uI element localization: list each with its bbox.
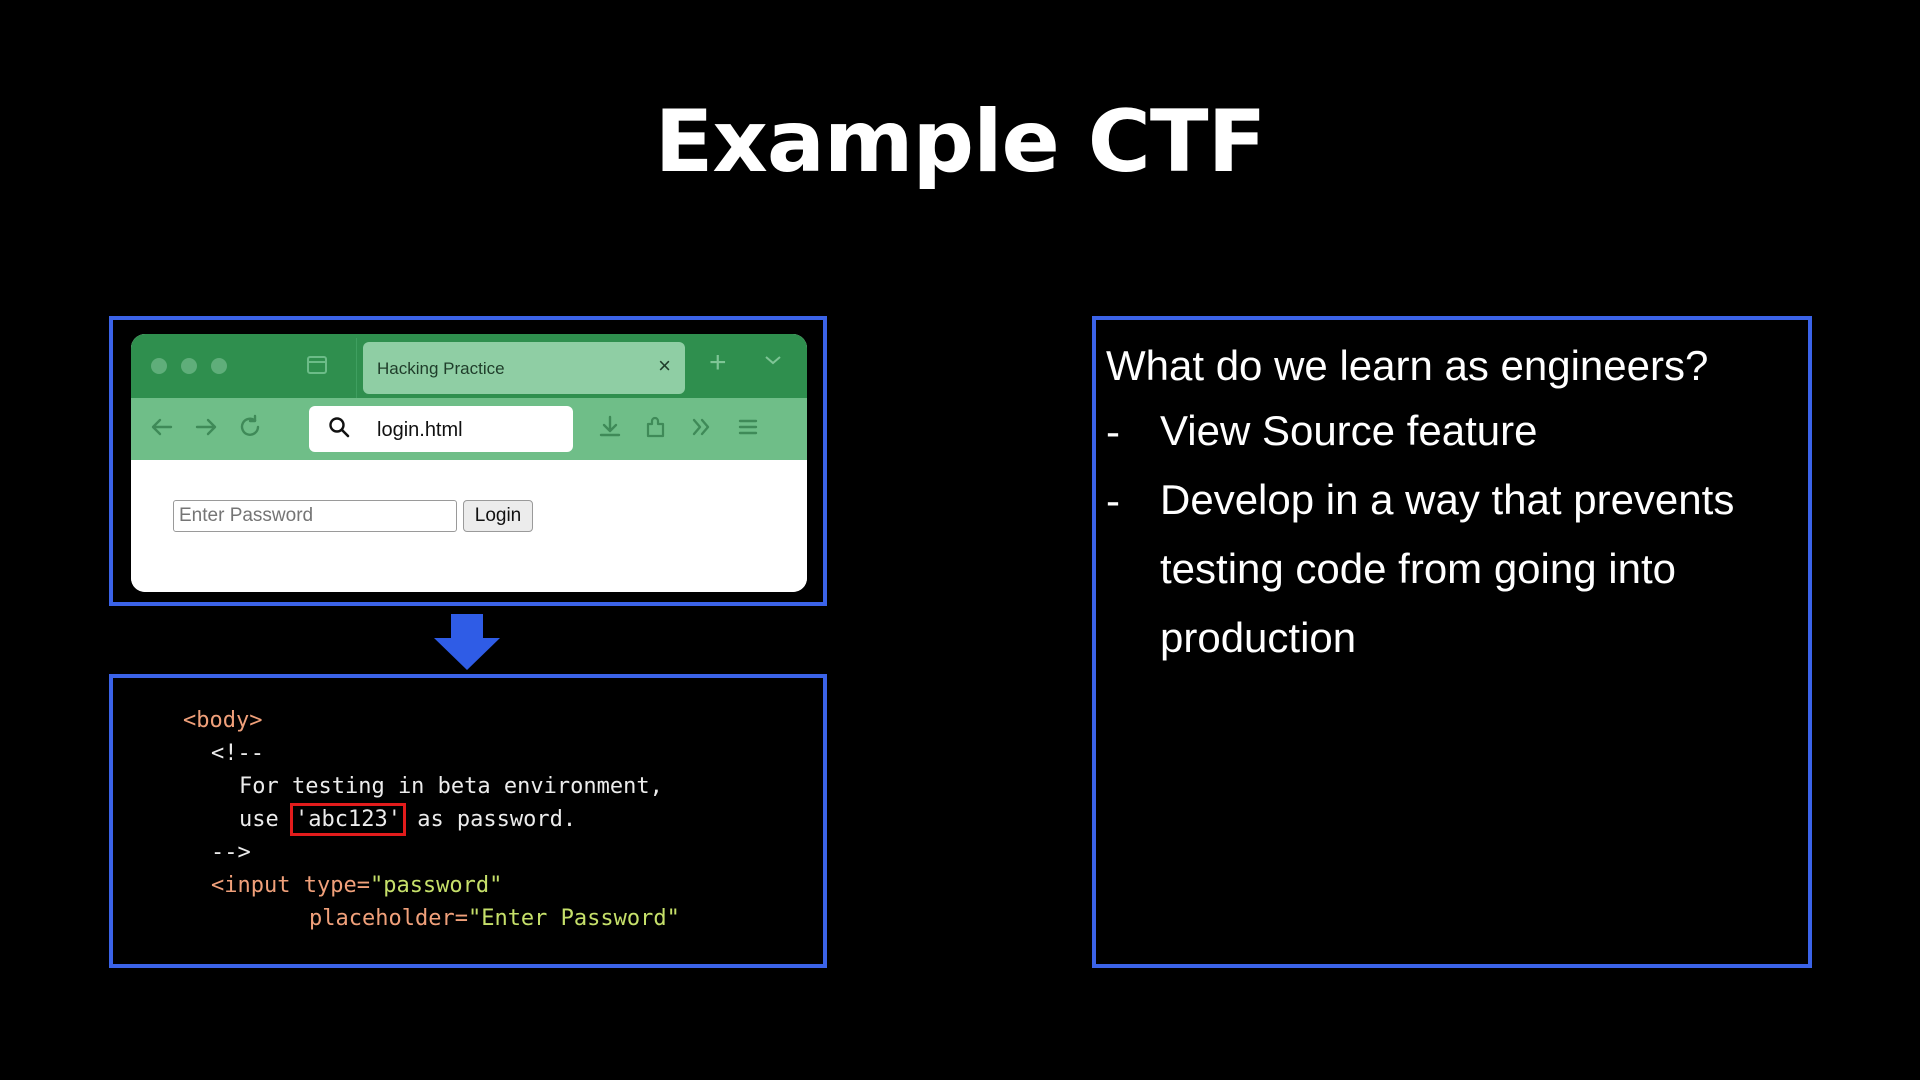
- login-button[interactable]: Login: [463, 500, 533, 532]
- bullet-dash: -: [1106, 477, 1120, 524]
- forward-arrow-icon[interactable]: [193, 414, 219, 444]
- download-icon[interactable]: [597, 414, 623, 444]
- tab-overview-icon[interactable]: [307, 356, 327, 374]
- code-attr: placeholder=: [309, 906, 468, 931]
- extensions-puzzle-icon[interactable]: [643, 414, 669, 444]
- window-minimize-dot[interactable]: [181, 358, 197, 374]
- bullet-view-source: View Source feature: [1160, 407, 1538, 454]
- tab-hacking-practice[interactable]: Hacking Practice ×: [363, 342, 685, 394]
- chevron-down-icon[interactable]: [763, 350, 783, 373]
- code-line-input-tag: <input type="password": [211, 873, 502, 898]
- lessons-panel: What do we learn as engineers? - View So…: [1092, 316, 1812, 968]
- url-bar[interactable]: login.html: [309, 406, 573, 452]
- code-line-placeholder-attr: placeholder="Enter Password": [309, 906, 680, 931]
- browser-window: Hacking Practice × +: [131, 334, 807, 592]
- browser-page-content: Login: [131, 460, 807, 592]
- tab-label: Hacking Practice: [377, 359, 505, 378]
- code-tag: <input type=: [211, 873, 370, 898]
- menu-hamburger-icon[interactable]: [735, 414, 761, 444]
- code-line-comment-close: -->: [211, 840, 251, 865]
- browser-tab-bar: Hacking Practice × +: [131, 334, 807, 398]
- source-code: <body> <!-- For testing in beta environm…: [113, 678, 680, 931]
- code-line-body: <body>: [183, 708, 263, 733]
- close-icon[interactable]: ×: [658, 353, 671, 378]
- code-text: as password.: [403, 807, 577, 832]
- bullet-prevent-testing-code: Develop in a way that prevents testing c…: [1160, 476, 1735, 661]
- password-input[interactable]: [173, 500, 457, 532]
- browser-screenshot-frame: Hacking Practice × +: [109, 316, 827, 606]
- back-arrow-icon[interactable]: [149, 414, 175, 444]
- overflow-chevrons-icon[interactable]: [689, 414, 715, 444]
- code-line-comment-text: For testing in beta environment,: [239, 774, 663, 799]
- search-icon: [327, 415, 351, 445]
- code-text: use: [239, 807, 292, 832]
- code-string: "Enter Password": [467, 906, 680, 931]
- code-string: "password": [369, 873, 503, 898]
- source-code-frame: <body> <!-- For testing in beta environm…: [109, 674, 827, 968]
- highlighted-password: 'abc123': [289, 803, 406, 836]
- arrow-down-icon: [432, 614, 502, 677]
- slide-title: Example CTF: [654, 92, 1267, 192]
- code-line-password-hint: use 'abc123' as password.: [239, 803, 577, 836]
- tab-divider: [356, 338, 357, 398]
- window-close-dot[interactable]: [151, 358, 167, 374]
- code-line-comment-open: <!--: [211, 741, 264, 766]
- new-tab-plus-icon[interactable]: +: [709, 346, 727, 379]
- reload-icon[interactable]: [237, 414, 263, 444]
- window-maximize-dot[interactable]: [211, 358, 227, 374]
- bullet-dash: -: [1106, 408, 1120, 455]
- browser-toolbar: login.html: [131, 398, 807, 460]
- panel-question: What do we learn as engineers?: [1106, 342, 1709, 389]
- url-text: login.html: [377, 419, 463, 441]
